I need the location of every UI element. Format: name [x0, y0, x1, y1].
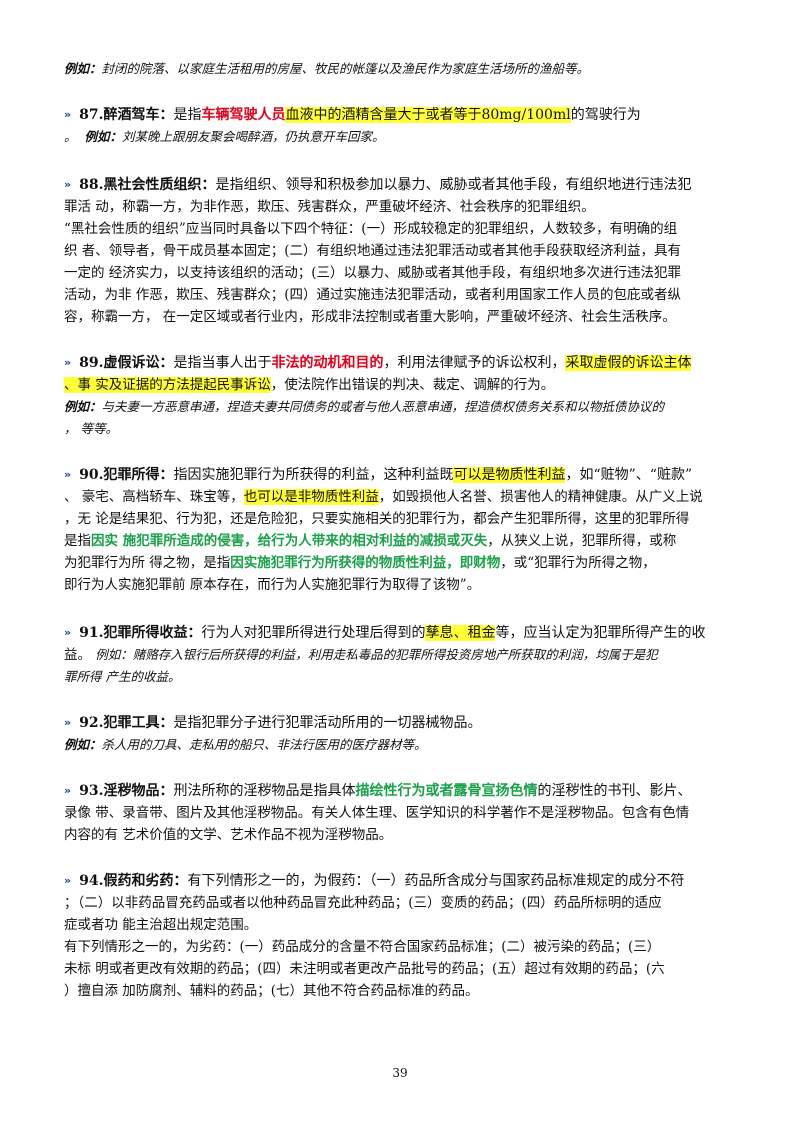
body-line: 织 者、领导者，骨干成员基本固定；(二）有组织地通过违法犯罪活动或者其他手段获取…: [64, 243, 682, 259]
body-line: 内容的有 艺术价值的文学、艺术作品不视为淫秽物品。: [64, 827, 393, 843]
double-chevron-icon: »: [64, 178, 71, 191]
double-chevron-icon: »: [64, 108, 71, 121]
example-line: ， 等等。: [64, 421, 118, 436]
double-chevron-icon: »: [64, 468, 71, 481]
body-line: ）擅自添 加防腐剂、辅料的药品；(七）其他不符合药品标准的药品。: [64, 983, 479, 999]
double-chevron-icon: »: [64, 716, 71, 729]
body-line: “黑社会性质的组织”应当同时具备以下四个特征：(一）形成较稳定的犯罪组织，人数较…: [64, 221, 678, 237]
document-page: 例如：封闭的院落、以家庭生活租用的房屋、牧民的帐篷以及渔民作为家庭生活场所的渔船…: [64, 58, 744, 1002]
entry-90: »90.犯罪所得：指因实施犯罪行为所获得的利益，这种利益既可以是物质性利益，如“…: [64, 467, 693, 483]
double-chevron-icon: »: [64, 356, 71, 369]
body-line: 未标 明或者更改有效期的药品；(四）未注明或者更改产品批号的药品；(五）超过有效…: [64, 961, 665, 977]
entry-91: »91.犯罪所得收益：行为人对犯罪所得进行处理后得到的孳息、租金等，应当认定为犯…: [64, 625, 706, 641]
body-line: ，无 论是结果犯、行为犯，还是危险犯，只要实施相关的犯罪行为，都会产生犯罪所得，…: [64, 511, 690, 527]
example-line: 例如：杀人用的刀具、走私用的船只、非法行医用的医疗器材等。: [64, 737, 427, 752]
page-number: 39: [392, 1066, 408, 1080]
body-line: 活动，为非 作恶，欺压、残害群众；(四）通过实施违法犯罪活动，或者利用国家工作人…: [64, 287, 682, 303]
entry-87: »87.醉酒驾车：是指车辆驾驶人员血液中的酒精含量大于或者等于80mg/100m…: [64, 107, 641, 123]
body-line: ；（二）以非药品冒充药品或者以他种药品冒充此种药品；(三）变质的药品；(四）药品…: [64, 895, 662, 911]
double-chevron-icon: »: [64, 784, 71, 797]
entry-92: »92.犯罪工具：是指犯罪分子进行犯罪活动所用的一切器械物品。: [64, 715, 482, 731]
body-line: 录像 带、录音带、图片及其他淫秽物品。有关人体生理、医学知识的科学著作不是淫秽物…: [64, 805, 690, 821]
example-line: 罪所得 产生的收益。: [64, 669, 181, 684]
body-line: 、事 实及证据的方法提起民事诉讼，使法院作出错误的判决、裁定、调解的行为。: [64, 377, 555, 393]
body-line: 为犯罪行为所 得之物，是指因实施犯罪行为所获得的物质性利益，即财物，或“犯罪行为…: [64, 555, 656, 571]
entry-88: »88.黑社会性质组织：是指组织、领导和积极参加以暴力、威胁或者其他手段，有组织…: [64, 177, 692, 193]
body-line: 一定的 经济实力，以支持该组织的活动；(三）以暴力、威胁或者其他手段，有组织地多…: [64, 265, 682, 281]
body-line: 即行为人实施犯罪前 原本存在，而行为人实施犯罪行为取得了该物”。: [64, 577, 481, 593]
entry-89: »89.虚假诉讼：是指当事人出于非法的动机和目的，利用法律赋予的诉讼权利，采取虚…: [64, 355, 692, 371]
body-line: 益。 例如：赌赂存入银行后所获得的利益，利用走私毒品的犯罪所得投资房地产所获取的…: [64, 647, 658, 663]
body-line: 容，称霸一方， 在一定区域或者行业内，形成非法控制或者重大影响，严重破坏经济、社…: [64, 309, 676, 325]
double-chevron-icon: »: [64, 626, 71, 639]
entry-93: »93.淫秽物品：刑法所称的淫秽物品是指具体描绘性行为或者露骨宣扬色情的淫秽性的…: [64, 783, 692, 799]
example-line: 。 例如：刘某晚上跟朋友聚会喝醉酒，仍执意开车回家。: [64, 129, 385, 144]
body-line: 罪活 动，称霸一方，为非作恶，欺压、残害群众，严重破坏经济、社会秩序的犯罪组织。: [64, 199, 595, 215]
entry-94: »94.假药和劣药：有下列情形之一的，为假药：（一）药品所含成分与国家药品标准规…: [64, 873, 685, 889]
body-line: 是指因实 施犯罪所造成的侵害，给行为人带来的相对利益的减损或灭失，从狭义上说，犯…: [64, 533, 677, 549]
body-line: 、 豪宅、高档轿车、珠宝等，也可以是非物质性利益，如毁损他人名誉、损害他人的精神…: [64, 489, 703, 505]
example-line: 例如：与夫妻一方恶意串通，捏造夫妻共同债务的或者与他人恶意串通，捏造债权债务关系…: [64, 399, 665, 414]
body-line: 症或者功 能主治超出规定范围。: [64, 917, 258, 933]
example-line: 例如：封闭的院落、以家庭生活租用的房屋、牧民的帐篷以及渔民作为家庭生活场所的渔船…: [64, 61, 590, 76]
double-chevron-icon: »: [64, 874, 71, 887]
body-line: 有下列情形之一的，为劣药：(一）药品成分的含量不符合国家药品标准；(二）被污染的…: [64, 939, 661, 955]
